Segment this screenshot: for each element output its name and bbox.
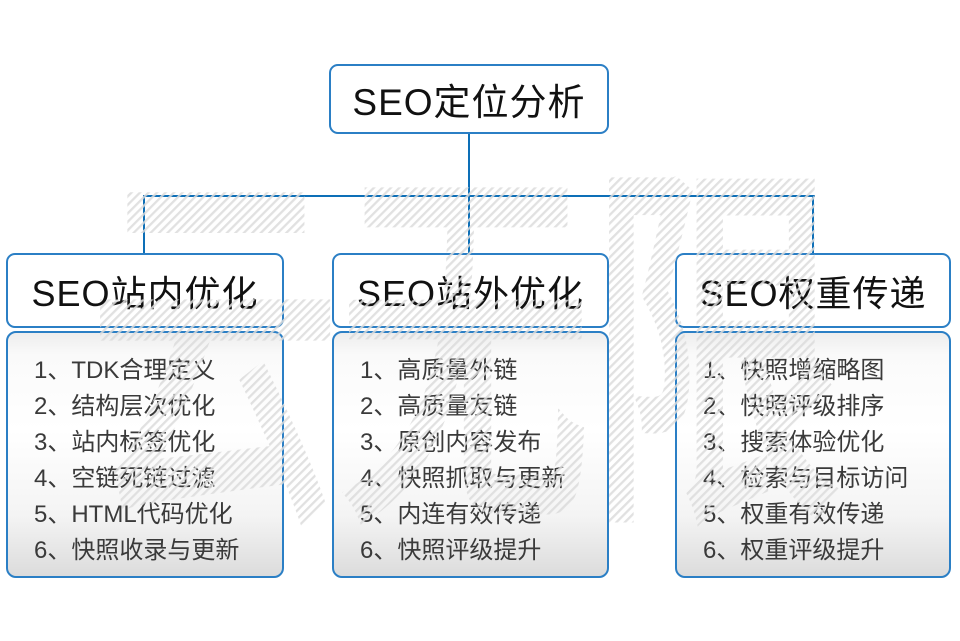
root-node: SEO定位分析 (329, 64, 609, 134)
column-list-offsite: 1、高质量外链 2、高质量友链 3、原创内容发布 4、快照抓取与更新 5、内连有… (332, 331, 609, 578)
column-header-weight-title: SEO权重传递 (699, 272, 927, 314)
list-item: 2、结构层次优化 (34, 393, 216, 420)
list-item: 4、检索与目标访问 (703, 465, 909, 492)
connector-root-vertical (468, 134, 470, 196)
connector-drop-col1 (143, 195, 145, 253)
connector-trunk-horizontal (143, 195, 815, 197)
column-header-onsite: SEO站内优化 (6, 253, 284, 328)
list-item: 2、快照评级排序 (703, 393, 885, 420)
root-node-title: SEO定位分析 (352, 82, 586, 123)
column-list-onsite: 1、TDK合理定义 2、结构层次优化 3、站内标签优化 4、空链死链过滤 5、H… (6, 331, 284, 578)
list-item: 2、高质量友链 (360, 393, 518, 420)
list-item: 3、站内标签优化 (34, 429, 216, 456)
list-item: 6、快照收录与更新 (34, 537, 240, 564)
list-item: 4、快照抓取与更新 (360, 465, 566, 492)
list-item: 5、内连有效传递 (360, 501, 542, 528)
list-item: 5、权重有效传递 (703, 501, 885, 528)
list-item: 1、快照增缩略图 (703, 357, 885, 384)
column-header-onsite-title: SEO站内优化 (31, 272, 259, 314)
column-header-weight: SEO权重传递 (675, 253, 951, 328)
column-list-weight: 1、快照增缩略图 2、快照评级排序 3、搜索体验优化 4、检索与目标访问 5、权… (675, 331, 951, 578)
column-header-offsite-title: SEO站外优化 (356, 272, 585, 314)
list-item: 4、空链死链过滤 (34, 465, 216, 492)
column-header-offsite: SEO站外优化 (332, 253, 609, 328)
list-item: 6、快照评级提升 (360, 537, 542, 564)
list-item: 3、原创内容发布 (360, 429, 542, 456)
connector-drop-col2 (468, 195, 470, 253)
list-item: 1、TDK合理定义 (34, 357, 216, 384)
list-item: 6、权重评级提升 (703, 537, 885, 564)
list-item: 3、搜索体验优化 (703, 429, 885, 456)
connector-drop-col3 (812, 195, 814, 253)
list-item: 1、高质量外链 (360, 357, 518, 384)
list-item: 5、HTML代码优化 (34, 501, 233, 528)
